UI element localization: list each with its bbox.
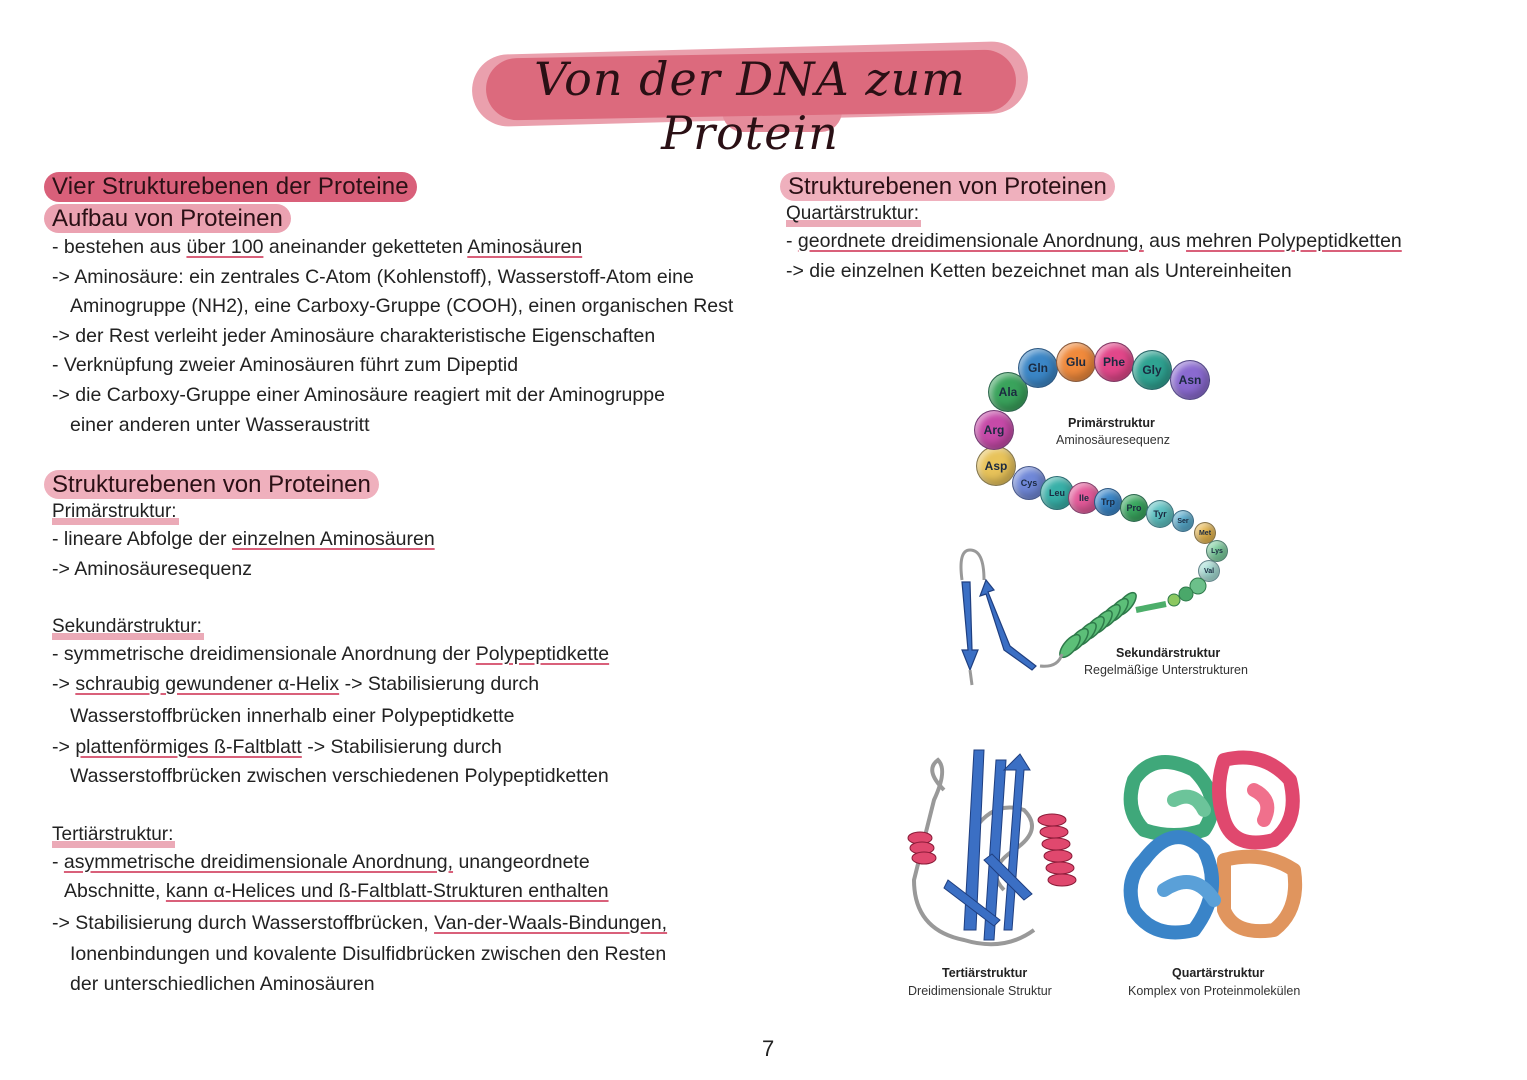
amino-acid-bead: Phe	[1094, 342, 1134, 382]
secondary-structure-icon	[959, 548, 1207, 686]
text-line: - symmetrische dreidimensionale Anordnun…	[52, 643, 610, 666]
text-line: - geordnete dreidimensionale Anordnung, …	[786, 230, 1402, 252]
text-line: -> plattenförmiges ß-Faltblatt -> Stabil…	[52, 735, 502, 758]
section-heading-strukturebenen-right: Strukturebenen von Proteinen	[780, 172, 1115, 201]
text-line: Wasserstoffbrücken zwischen verschiedene…	[70, 765, 609, 788]
text-line: - bestehen aus über 100 aneinander geket…	[52, 236, 583, 258]
page-number: 7	[762, 1036, 775, 1061]
label-tertiaerstruktur: Tertiärstruktur:	[52, 821, 176, 848]
text-line: -> Stabilisierung durch Wasserstoffbrück…	[52, 911, 668, 934]
amino-acid-bead: Glu	[1056, 342, 1096, 382]
amino-acid-bead: Arg	[974, 410, 1014, 450]
label-sekundaerstruktur: Sekundärstruktur:	[52, 614, 204, 641]
amino-acid-bead: Asp	[976, 446, 1016, 486]
caption-primaerstruktur-title: Primärstruktur	[1068, 416, 1155, 430]
quaternary-structure-icon	[1123, 750, 1303, 940]
text-line: Ionenbindungen und kovalente Disulfidbrü…	[70, 942, 667, 965]
label-quartaerstruktur: Quartärstruktur:	[786, 201, 922, 227]
amino-acid-bead: Pro	[1120, 494, 1148, 522]
text-line: - asymmetrische dreidimensionale Anordnu…	[52, 850, 590, 873]
text-line: -> Aminosäure: ein zentrales C-Atom (Koh…	[52, 265, 694, 288]
amino-acid-bead: Lys	[1206, 540, 1228, 562]
label-primaerstruktur: Primärstruktur:	[52, 499, 179, 526]
text-line: einer anderen unter Wasseraustritt	[70, 413, 370, 436]
right-column: Strukturebenen von Proteinen Quartärstru…	[780, 172, 1480, 286]
text-line: der unterschiedlichen Aminosäuren	[70, 972, 375, 995]
section-heading-aufbau: Aufbau von Proteinen	[44, 204, 291, 233]
caption-primaerstruktur-sub: Aminosäuresequenz	[1056, 433, 1170, 447]
main-heading: Vier Strukturebenen der Proteine	[44, 172, 417, 202]
amino-acid-bead: Met	[1194, 522, 1216, 544]
left-column: Vier Strukturebenen der Proteine Aufbau …	[44, 172, 744, 999]
text-line: -> die Carboxy-Gruppe einer Aminosäure r…	[52, 383, 665, 406]
amino-acid-bead: Ser	[1172, 510, 1194, 532]
text-line: Aminogruppe (NH2), eine Carboxy-Gruppe (…	[70, 295, 734, 318]
amino-acid-bead: Gly	[1132, 350, 1172, 390]
page-title-banner: Von der DNA zum Protein	[471, 40, 1032, 160]
amino-acid-bead: Trp	[1094, 488, 1122, 516]
text-line: - lineare Abfolge der einzelnen Aminosäu…	[52, 528, 435, 551]
caption-sekundaerstruktur-title: Sekundärstruktur	[1116, 646, 1221, 660]
caption-tertiaerstruktur-title: Tertiärstruktur	[942, 966, 1028, 980]
protein-structure-diagram: Asp Arg Ala Gln Glu Phe Gly Asn Cys Leu …	[880, 330, 1350, 1030]
text-line: -> schraubig gewundener α-Helix -> Stabi…	[52, 672, 540, 695]
caption-tertiaerstruktur-sub: Dreidimensionale Struktur	[908, 984, 1052, 998]
amino-acid-bead: Asn	[1170, 360, 1210, 400]
text-line: Wasserstoffbrücken innerhalb einer Polyp…	[70, 704, 515, 727]
page-title: Von der DNA zum Protein	[534, 52, 966, 160]
text-line: - Verknüpfung zweier Aminosäuren führt z…	[52, 354, 519, 377]
text-line: -> die einzelnen Ketten bezeichnet man a…	[786, 259, 1292, 282]
amino-acid-bead: Gln	[1018, 348, 1058, 388]
caption-quartaerstruktur-title: Quartärstruktur	[1172, 966, 1265, 980]
amino-acid-bead: Val	[1198, 560, 1220, 582]
section-heading-strukturebenen: Strukturebenen von Proteinen	[44, 470, 379, 500]
text-line: Abschnitte, kann α-Helices und ß-Faltbla…	[64, 880, 609, 903]
tertiary-structure-icon	[907, 749, 1077, 947]
caption-quartaerstruktur-sub: Komplex von Proteinmolekülen	[1128, 984, 1301, 998]
text-line: -> Aminosäuresequenz	[52, 557, 252, 580]
caption-sekundaerstruktur-sub: Regelmäßige Unterstrukturen	[1084, 663, 1248, 677]
text-line: -> der Rest verleiht jeder Aminosäure ch…	[52, 324, 656, 347]
amino-acid-bead: Tyr	[1146, 500, 1174, 528]
